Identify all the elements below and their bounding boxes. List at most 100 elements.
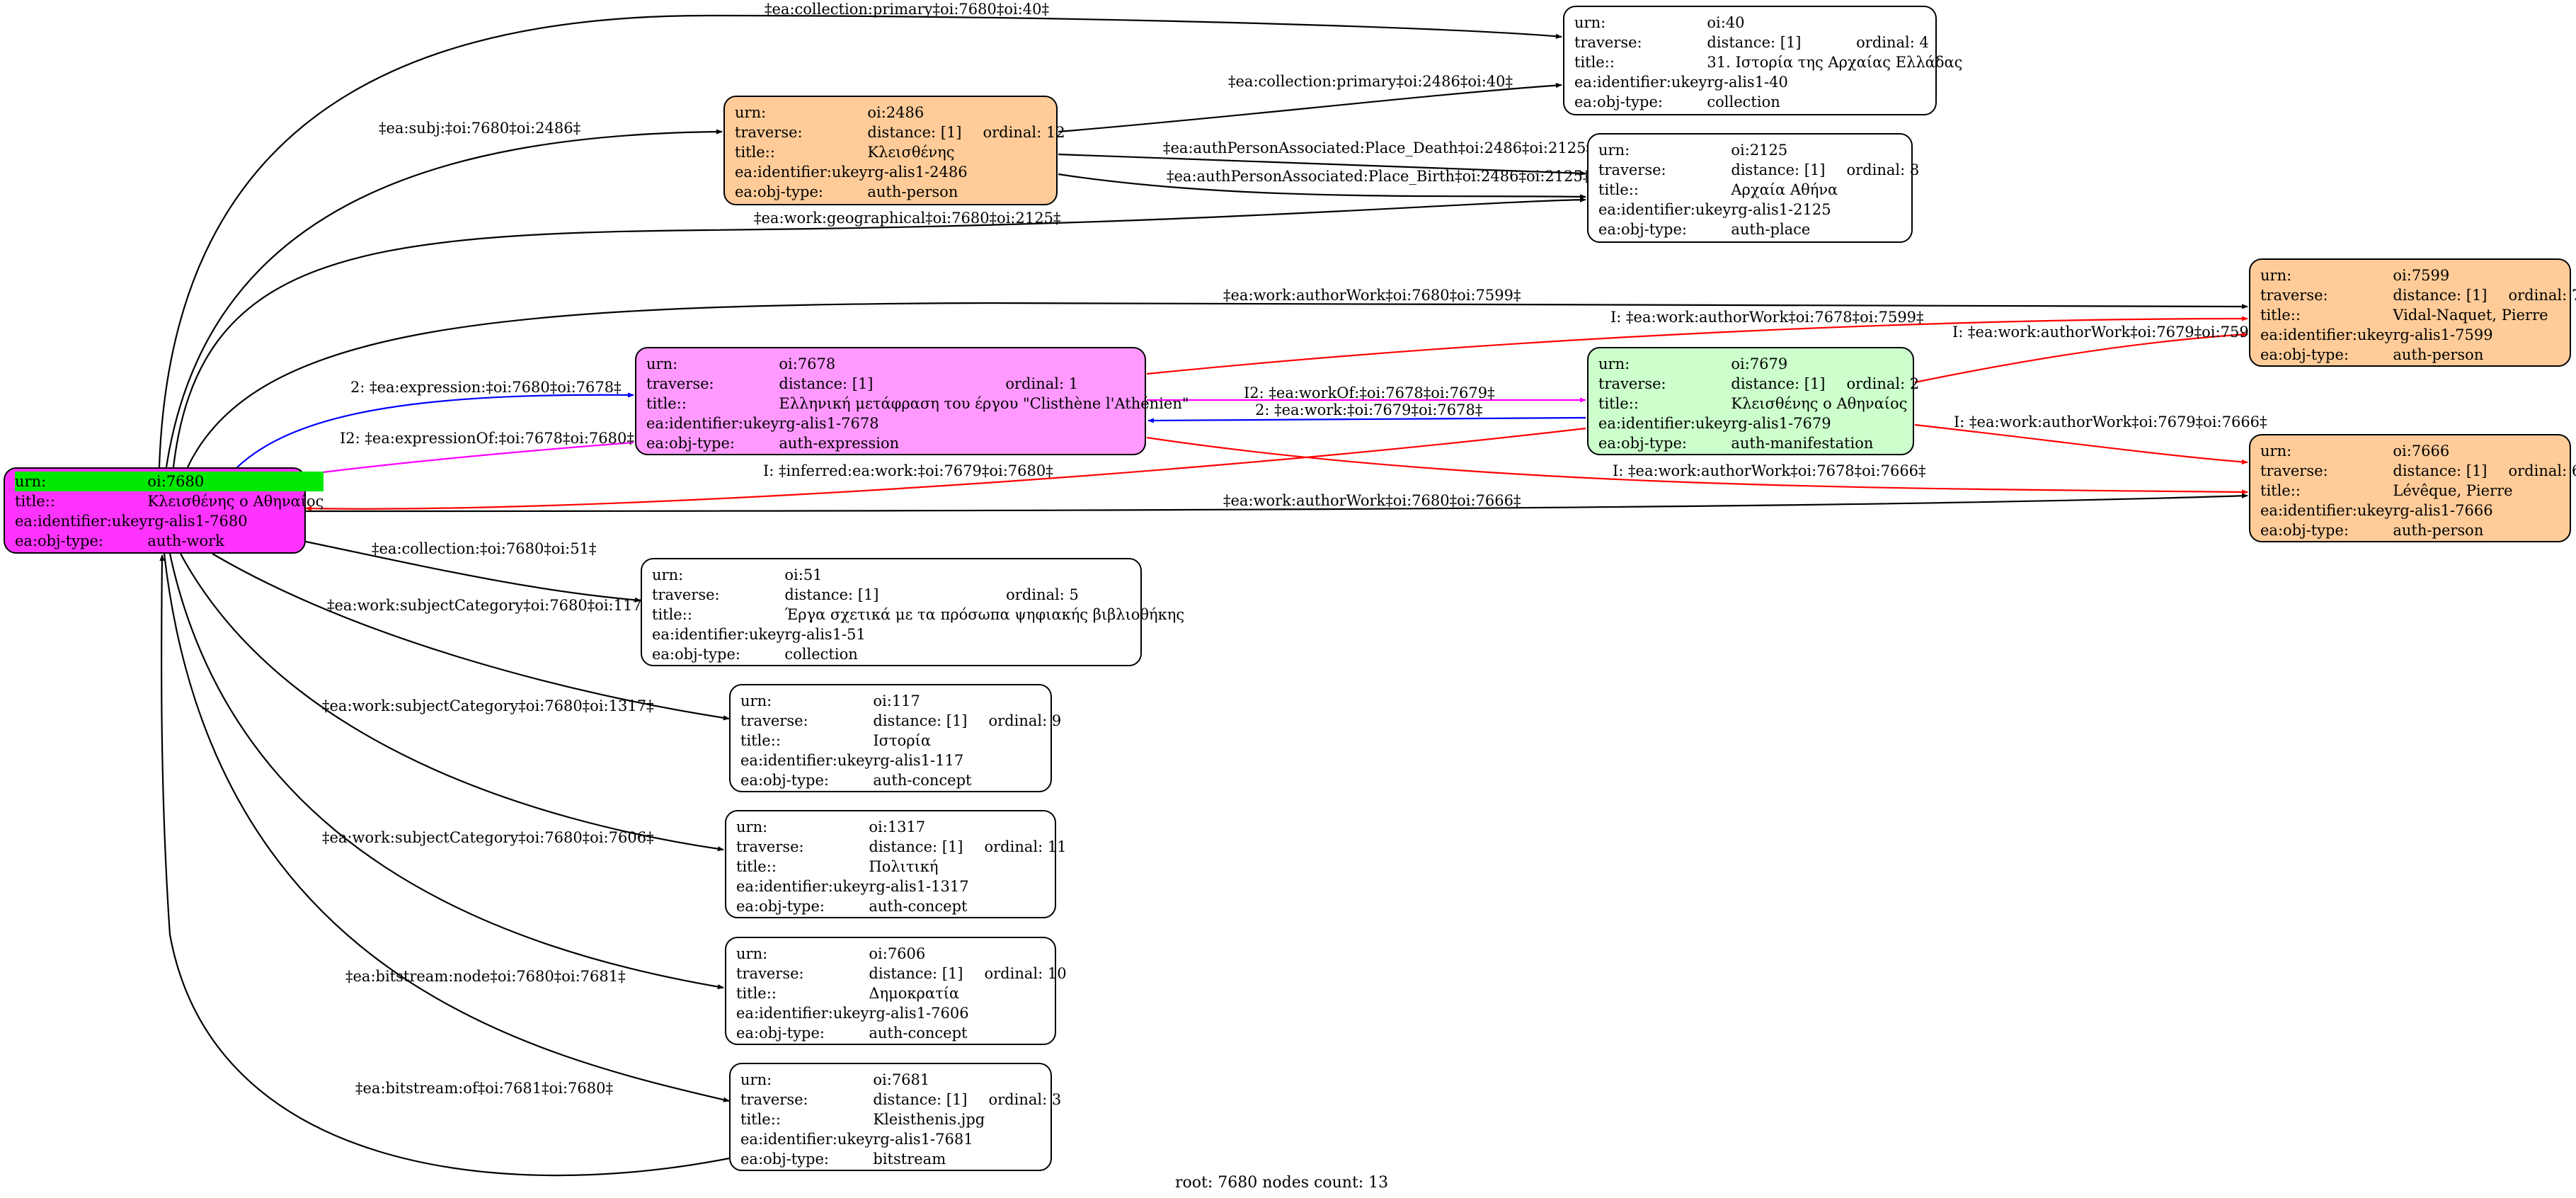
edge-label: ‡ea:work:subjectCategory‡oi:7680‡oi:117‡ xyxy=(327,597,649,614)
edge-bitstream-node-7680-7681 xyxy=(163,553,730,1102)
objtype-value: collection xyxy=(1707,93,1780,110)
edge-authorwork-7679-7666 xyxy=(1914,423,2248,464)
title-value: Vidal-Naquet, Pierre xyxy=(2393,307,2548,324)
urn-value: oi:117 xyxy=(873,692,920,709)
objtype-value: auth-person xyxy=(867,183,958,200)
ordinal-value: ordinal: 7 xyxy=(2508,287,2576,304)
edge-collection-7680-51 xyxy=(305,540,641,603)
edge-label: ‡ea:bitstream:node‡oi:7680‡oi:7681‡ xyxy=(345,968,626,985)
edge-subjectcategory-7680-7606 xyxy=(168,553,724,990)
edge-label: ‡ea:bitstream:of‡oi:7681‡oi:7680‡ xyxy=(355,1080,613,1097)
urn-value: oi:51 xyxy=(784,566,823,583)
ordinal-value: ordinal: 1 xyxy=(1005,375,1079,392)
edge-authorwork-7679-7599 xyxy=(1914,331,2248,384)
ukey-key: ea:identifier:ukey xyxy=(15,513,148,530)
distance-value: distance: [1] xyxy=(779,375,874,392)
urn-value: oi:7599 xyxy=(2393,267,2450,284)
edge-label: ‡ea:collection:primary‡oi:2486‡oi:40‡ xyxy=(1228,73,1513,90)
ukey-value: rg-alis1-40 xyxy=(1707,74,1788,91)
edge-work-7679-7678 xyxy=(1147,416,1586,423)
objtype-value: bitstream xyxy=(873,1151,946,1168)
ukey-value: rg-alis1-7679 xyxy=(1731,415,1831,432)
title-value: Κλεισθένης ο Αθηναίος xyxy=(147,493,324,510)
urn-value: oi:1317 xyxy=(869,818,926,835)
ukey-value: rg-alis1-7681 xyxy=(873,1131,973,1148)
node-7679[interactable]: urn:oi:7679 traverse:distance: [1]ordina… xyxy=(1587,347,1919,455)
title-value: Κλεισθένης ο Αθηναίος xyxy=(1731,395,1908,412)
title-value: Kleisthenis.jpg xyxy=(873,1111,985,1128)
ordinal-value: ordinal: 6 xyxy=(2508,462,2576,479)
ukey-value: rg-alis1-51 xyxy=(784,626,866,643)
objtype-value: auth-place xyxy=(1731,221,1811,238)
edge-label: I2: ‡ea:workOf:‡oi:7678‡oi:7679‡ xyxy=(1244,384,1495,401)
node-7599[interactable]: urn:oi:7599 traverse:distance: [1]ordina… xyxy=(2249,258,2576,367)
edge-collection-primary-7680-40 xyxy=(158,14,1562,468)
node-7666[interactable]: urn:oi:7666 traverse:distance: [1]ordina… xyxy=(2249,434,2576,542)
distance-value: distance: [1] xyxy=(784,586,879,603)
ukey-value: rg-alis1-2125 xyxy=(1731,201,1831,218)
title-value: Κλεισθένης xyxy=(867,144,955,161)
edge-label: I: ‡ea:work:authorWork‡oi:7679‡oi:7599‡ xyxy=(1952,324,2266,341)
title-value: Ελληνική μετάφραση του έργου "Clisthène … xyxy=(779,395,1189,412)
objtype-value: auth-person xyxy=(2393,522,2484,539)
ordinal-value: ordinal: 9 xyxy=(988,712,1062,729)
edge-collection-primary-2486-40 xyxy=(1058,82,1562,133)
ukey-value: rg-alis1-7680 xyxy=(147,513,248,530)
node-2486[interactable]: urn:oi:2486 traverse:distance: [1]ordina… xyxy=(723,96,1065,205)
edge-label: I: ‡ea:work:authorWork‡oi:7678‡oi:7599‡ xyxy=(1610,309,1924,326)
edge-subjectcategory-7680-1317 xyxy=(180,553,724,852)
ukey-value: rg-alis1-7599 xyxy=(2393,326,2493,343)
title-value: 31. Ιστορία της Αρχαίας Ελλάδας xyxy=(1707,54,1963,71)
objtype-value: auth-concept xyxy=(869,1025,968,1042)
urn-value: oi:7678 xyxy=(779,355,836,372)
ordinal-value: ordinal: 4 xyxy=(1856,34,1929,51)
urn-value: oi:2486 xyxy=(867,104,925,121)
distance-value: distance: [1] xyxy=(873,712,968,729)
objtype-value: auth-concept xyxy=(873,772,972,789)
edge-authorwork-7680-7666 xyxy=(305,493,2248,513)
edge-label: 2: ‡ea:expression:‡oi:7680‡oi:7678‡ xyxy=(350,379,622,396)
edge-subjectcategory-7680-117 xyxy=(212,553,730,721)
edge-label: ‡ea:authPersonAssociated:Place_Birth‡oi:… xyxy=(1167,168,1590,185)
edge-label: I: ‡ea:work:authorWork‡oi:7679‡oi:7666‡ xyxy=(1954,413,2267,430)
edge-label: 2: ‡ea:work:‡oi:7679‡oi:7678‡ xyxy=(1255,401,1482,418)
node-40[interactable]: urn:oi:40 traverse:distance: [1]ordinal:… xyxy=(1563,6,1962,115)
edge-expression-7680-7678 xyxy=(236,392,634,468)
edge-expressionof-7678-7680 xyxy=(305,441,634,477)
objtype-value: collection xyxy=(784,646,858,663)
ukey-value: rg-alis1-7666 xyxy=(2393,502,2493,519)
node-7678[interactable]: urn:oi:7678 traverse:distance: [1]ordina… xyxy=(635,347,1189,455)
node-7681[interactable]: urn:oi:7681 traverse:distance: [1]ordina… xyxy=(729,1063,1061,1171)
edge-label: ‡ea:subj:‡oi:7680‡oi:2486‡ xyxy=(379,120,580,137)
title-value: Αρχαία Αθήνα xyxy=(1731,181,1838,198)
node-2125[interactable]: urn:oi:2125 traverse:distance: [1]ordina… xyxy=(1587,133,1919,243)
distance-value: distance: [1] xyxy=(1731,375,1826,392)
objtype-key: ea:obj-type: xyxy=(15,532,103,549)
ukey-value: rg-alis1-1317 xyxy=(869,878,969,895)
ordinal-value: ordinal: 5 xyxy=(1006,586,1079,603)
distance-value: distance: [1] xyxy=(869,965,963,982)
ukey-value: rg-alis1-7678 xyxy=(779,415,879,432)
node-117[interactable]: urn:oi:117 traverse:distance: [1]ordinal… xyxy=(729,684,1061,792)
edge-inferred-7679-7680 xyxy=(305,427,1586,511)
distance-value: distance: [1] xyxy=(1707,34,1802,51)
edge-place-birth-2486-2125 xyxy=(1058,173,1586,200)
distance-value: distance: [1] xyxy=(2393,287,2488,304)
edge-label: ‡ea:work:subjectCategory‡oi:7680‡oi:7606… xyxy=(322,829,654,846)
urn-value: oi:2125 xyxy=(1731,142,1788,159)
distance-value: distance: [1] xyxy=(2393,462,2488,479)
node-1317[interactable]: urn:oi:1317 traverse:distance: [1]ordina… xyxy=(725,810,1067,918)
edge-label: ‡ea:authPersonAssociated:Place_Death‡oi:… xyxy=(1163,139,1593,156)
ordinal-value: ordinal: 2 xyxy=(1846,375,1920,392)
title-value: Ιστορία xyxy=(873,732,932,749)
edge-authorwork-7678-7599 xyxy=(1146,316,2248,375)
edge-label: ‡ea:work:authorWork‡oi:7680‡oi:7666‡ xyxy=(1223,492,1521,509)
node-7680[interactable]: urn:oi:7680 title::Κλεισθένης ο Αθηναίος… xyxy=(4,467,324,554)
node-51[interactable]: urn:oi:51 traverse:distance: [1]ordinal:… xyxy=(641,558,1184,666)
ordinal-value: ordinal: 12 xyxy=(983,124,1065,141)
node-7606[interactable]: urn:oi:7606 traverse:distance: [1]ordina… xyxy=(725,937,1067,1045)
edge-label: I: ‡ea:work:authorWork‡oi:7678‡oi:7666‡ xyxy=(1613,462,1926,479)
objtype-value: auth-expression xyxy=(779,435,900,452)
urn-value: oi:7680 xyxy=(147,473,205,490)
